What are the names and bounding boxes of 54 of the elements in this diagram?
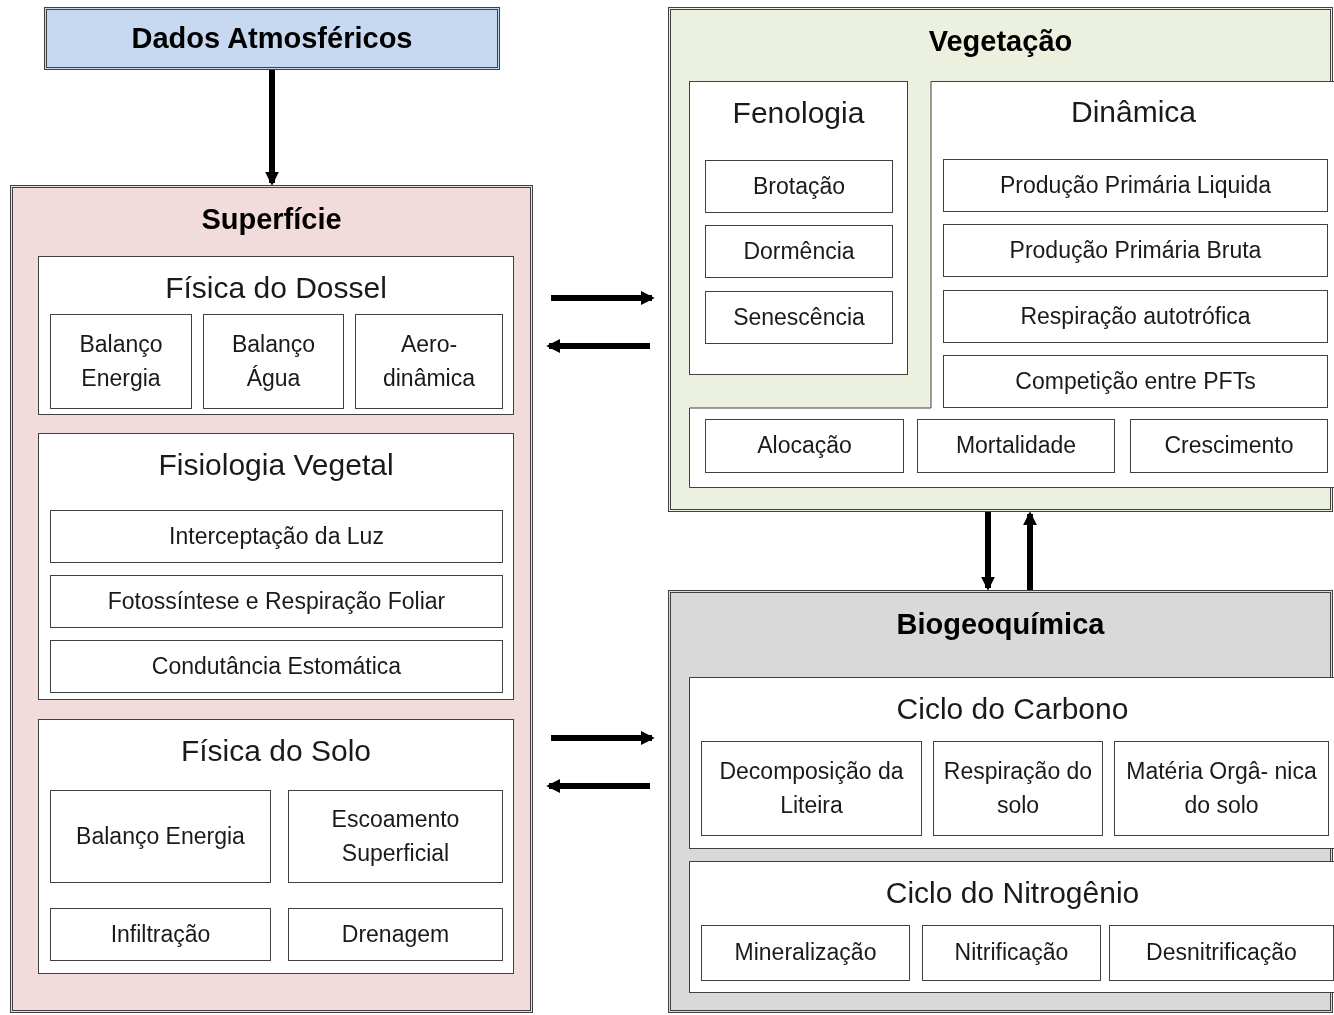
- process-box: Dormência: [705, 225, 893, 278]
- group-panel: [689, 861, 1334, 993]
- process-box: Infiltração: [50, 908, 271, 961]
- panel-title: Biogeoquímica: [895, 607, 1106, 642]
- process-box: Crescimento: [1130, 419, 1328, 473]
- group-panel: [38, 433, 514, 700]
- process-box: Produção Primária Bruta: [943, 224, 1328, 277]
- arrow: [551, 291, 655, 305]
- group-panel: [689, 677, 1334, 849]
- panel-title: Fenologia: [731, 95, 866, 131]
- process-box: Nitrificação: [922, 925, 1101, 981]
- process-box: Mineralização: [701, 925, 910, 981]
- panel-title: Ciclo do Carbono: [895, 691, 1130, 727]
- process-box: Mortalidade: [917, 419, 1115, 473]
- group-panel: [668, 7, 1333, 512]
- panel-title: Vegetação: [927, 24, 1074, 59]
- process-box: Alocação: [705, 419, 904, 473]
- panel-title: Fisiologia Vegetal: [157, 447, 395, 483]
- process-box: Matéria Orgâ- nica do solo: [1114, 741, 1329, 836]
- group-panel: [10, 185, 533, 1013]
- process-box: Respiração autotrófica: [943, 290, 1328, 343]
- arrow: [551, 731, 655, 745]
- process-box: Competição entre PFTs: [943, 355, 1328, 408]
- process-box: Balanço Água: [203, 314, 344, 409]
- process-box: Produção Primária Liquida: [943, 159, 1328, 212]
- group-panel: [668, 590, 1333, 1013]
- process-box: Interceptação da Luz: [50, 510, 503, 563]
- group-panel: [689, 81, 908, 375]
- l-shaped-panel: [689, 81, 1334, 488]
- arrow: [265, 70, 279, 186]
- process-box: Fotossíntese e Respiração Foliar: [50, 575, 503, 628]
- panel-title: Superfície: [200, 202, 343, 237]
- arrow: [546, 779, 650, 793]
- process-box: Balanço Energia: [50, 790, 271, 883]
- process-box: Desnitrificação: [1109, 925, 1334, 981]
- panel-title: Ciclo do Nitrogênio: [884, 875, 1141, 911]
- process-box: Decomposição da Liteira: [701, 741, 922, 836]
- group-panel: [38, 256, 514, 415]
- process-box: Drenagem: [288, 908, 503, 961]
- process-box: Senescência: [705, 291, 893, 344]
- process-box: Escoamento Superficial: [288, 790, 503, 883]
- process-box: Aero- dinâmica: [355, 314, 503, 409]
- title-box: Dados Atmosféricos: [44, 7, 500, 70]
- process-box: Condutância Estomática: [50, 640, 503, 693]
- panel-title: Dinâmica: [1069, 94, 1197, 130]
- panel-title: Física do Solo: [179, 733, 373, 769]
- arrow: [546, 339, 650, 353]
- arrow: [1023, 511, 1037, 590]
- panel-title: Física do Dossel: [164, 270, 388, 306]
- group-panel: [38, 719, 514, 974]
- process-box: Brotação: [705, 160, 893, 213]
- process-box: Balanço Energia: [50, 314, 192, 409]
- process-box: Respiração do solo: [933, 741, 1103, 836]
- arrow: [981, 512, 995, 591]
